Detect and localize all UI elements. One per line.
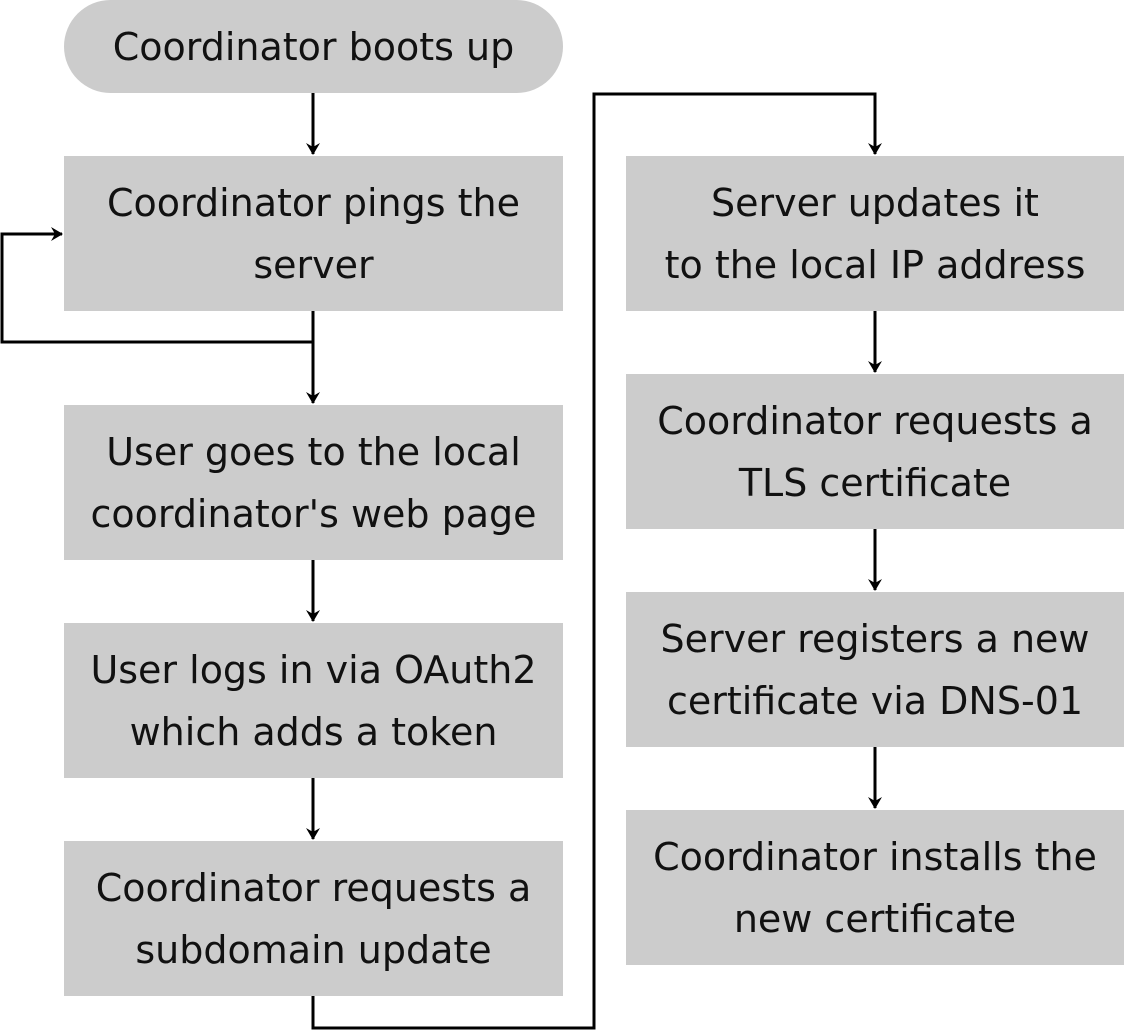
node-ping-label: Coordinator pings the server [106, 180, 520, 287]
node-tls: Coordinator requests a TLS certificate [626, 374, 1124, 529]
node-start: Coordinator boots up [64, 0, 563, 93]
node-dns-label: Server registers a new certificate via D… [660, 616, 1090, 723]
node-webpage-label: User goes to the local coordinator's web… [90, 429, 537, 536]
node-tls-label: Coordinator requests a TLS certificate [657, 398, 1093, 505]
node-server-update-label: Server updates it to the local IP addres… [664, 180, 1086, 287]
node-install: Coordinator installs the new certificate [626, 810, 1124, 965]
node-subdomain-label: Coordinator requests a subdomain update [95, 865, 532, 972]
node-oauth: User logs in via OAuth2 which adds a tok… [64, 623, 563, 778]
node-webpage: User goes to the local coordinator's web… [64, 405, 563, 560]
node-start-label: Coordinator boots up [112, 24, 515, 69]
node-subdomain: Coordinator requests a subdomain update [64, 841, 563, 996]
node-ping: Coordinator pings the server [64, 156, 563, 311]
node-oauth-label: User logs in via OAuth2 which adds a tok… [90, 647, 537, 754]
node-server-update: Server updates it to the local IP addres… [626, 156, 1124, 311]
edge-ping-retry-loop [0, 227, 315, 344]
node-install-label: Coordinator installs the new certificate [653, 834, 1097, 941]
edge-subdomain-to-server-update [311, 92, 882, 1030]
node-dns: Server registers a new certificate via D… [626, 592, 1124, 747]
